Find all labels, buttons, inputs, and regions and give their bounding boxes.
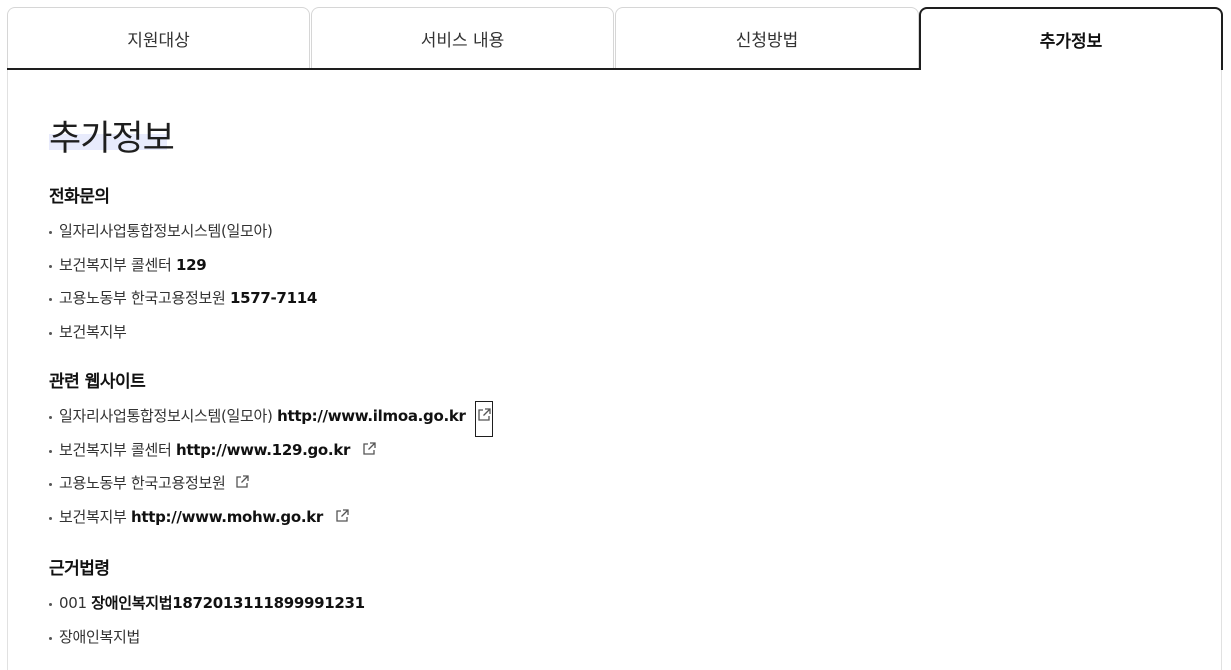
tab-label: 서비스 내용 (420, 31, 505, 51)
law-prefix: 001 (59, 594, 87, 612)
laws-list: 001 장애인복지법1872013111899991231 장애인복지법 (49, 587, 365, 654)
list-item: 보건복지부 http://www.mohw.go.kr (49, 501, 492, 535)
site-name: 보건복지부 (59, 507, 127, 526)
websites-list: 일자리사업통합정보시스템(일모아) http://www.ilmoa.go.kr… (49, 400, 494, 535)
list-item: 장애인복지법 (49, 621, 365, 655)
websites-section: 관련 웹사이트 일자리사업통합정보시스템(일모아) http://www.ilm… (49, 367, 494, 535)
list-item: 보건복지부 콜센터 129 (49, 249, 317, 283)
section-title: 근거법령 (49, 559, 110, 579)
site-link[interactable]: http://www.ilmoa.go.kr (277, 407, 466, 425)
list-item: 일자리사업통합정보시스템(일모아) http://www.ilmoa.go.kr (49, 400, 494, 437)
section-title: 전화문의 (49, 187, 110, 207)
tab-service-content[interactable]: 서비스 내용 (311, 7, 614, 69)
tab-panel-additional-info: 추가정보 전화문의 일자리사업통합정보시스템(일모아) 보건복지부 콜센터 12… (7, 70, 1222, 670)
list-item: 고용노동부 한국고용정보원 1577-7114 (49, 282, 317, 316)
law-name: 장애인복지법 (59, 627, 141, 646)
contact-name: 고용노동부 한국고용정보원 (59, 289, 226, 307)
tab-label: 지원대상 (127, 31, 190, 51)
page-title: 추가정보 (49, 119, 175, 159)
phone-number: 1577-7114 (229, 289, 317, 307)
site-name: 고용노동부 한국고용정보원 (59, 474, 226, 492)
tab-label: 신청방법 (735, 31, 799, 51)
section-title: 관련 웹사이트 (49, 372, 146, 392)
tab-label: 추가정보 (1039, 32, 1103, 52)
external-link-icon[interactable] (234, 469, 250, 503)
list-item: 고용노동부 한국고용정보원 (49, 467, 492, 501)
tab-bar: 지원대상 서비스 내용 신청방법 추가정보 (7, 7, 1223, 70)
title-highlight (49, 134, 167, 150)
list-item: 보건복지부 콜센터 http://www.129.go.kr (49, 434, 492, 468)
law-name: 장애인복지법1872013111899991231 (91, 594, 365, 612)
contact-name: 일자리사업통합정보시스템(일모아) (59, 222, 273, 240)
site-name: 일자리사업통합정보시스템(일모아) (59, 407, 273, 425)
contact-name: 보건복지부 (59, 322, 127, 341)
external-link-icon[interactable] (334, 503, 350, 537)
external-link-icon[interactable] (361, 436, 377, 470)
tab-underline (7, 68, 1223, 70)
phone-number: 129 (175, 255, 207, 274)
list-item: 보건복지부 (49, 316, 317, 350)
list-item: 일자리사업통합정보시스템(일모아) (49, 215, 317, 249)
laws-section: 근거법령 001 장애인복지법1872013111899991231 장애인복지… (49, 554, 365, 654)
site-name: 보건복지부 콜센터 (59, 440, 172, 459)
site-link[interactable]: http://www.129.go.kr (175, 440, 351, 459)
external-link-icon[interactable] (475, 401, 494, 437)
list-item: 001 장애인복지법1872013111899991231 (49, 587, 365, 621)
phone-section: 전화문의 일자리사업통합정보시스템(일모아) 보건복지부 콜센터 129 고용노… (49, 182, 317, 349)
contact-name: 보건복지부 콜센터 (59, 255, 172, 274)
tab-eligibility[interactable]: 지원대상 (7, 7, 310, 69)
tab-application-method[interactable]: 신청방법 (615, 7, 919, 69)
tab-additional-info[interactable]: 추가정보 (919, 7, 1223, 70)
phone-list: 일자리사업통합정보시스템(일모아) 보건복지부 콜센터 129 고용노동부 한국… (49, 215, 317, 349)
site-link[interactable]: http://www.mohw.go.kr (130, 507, 324, 526)
